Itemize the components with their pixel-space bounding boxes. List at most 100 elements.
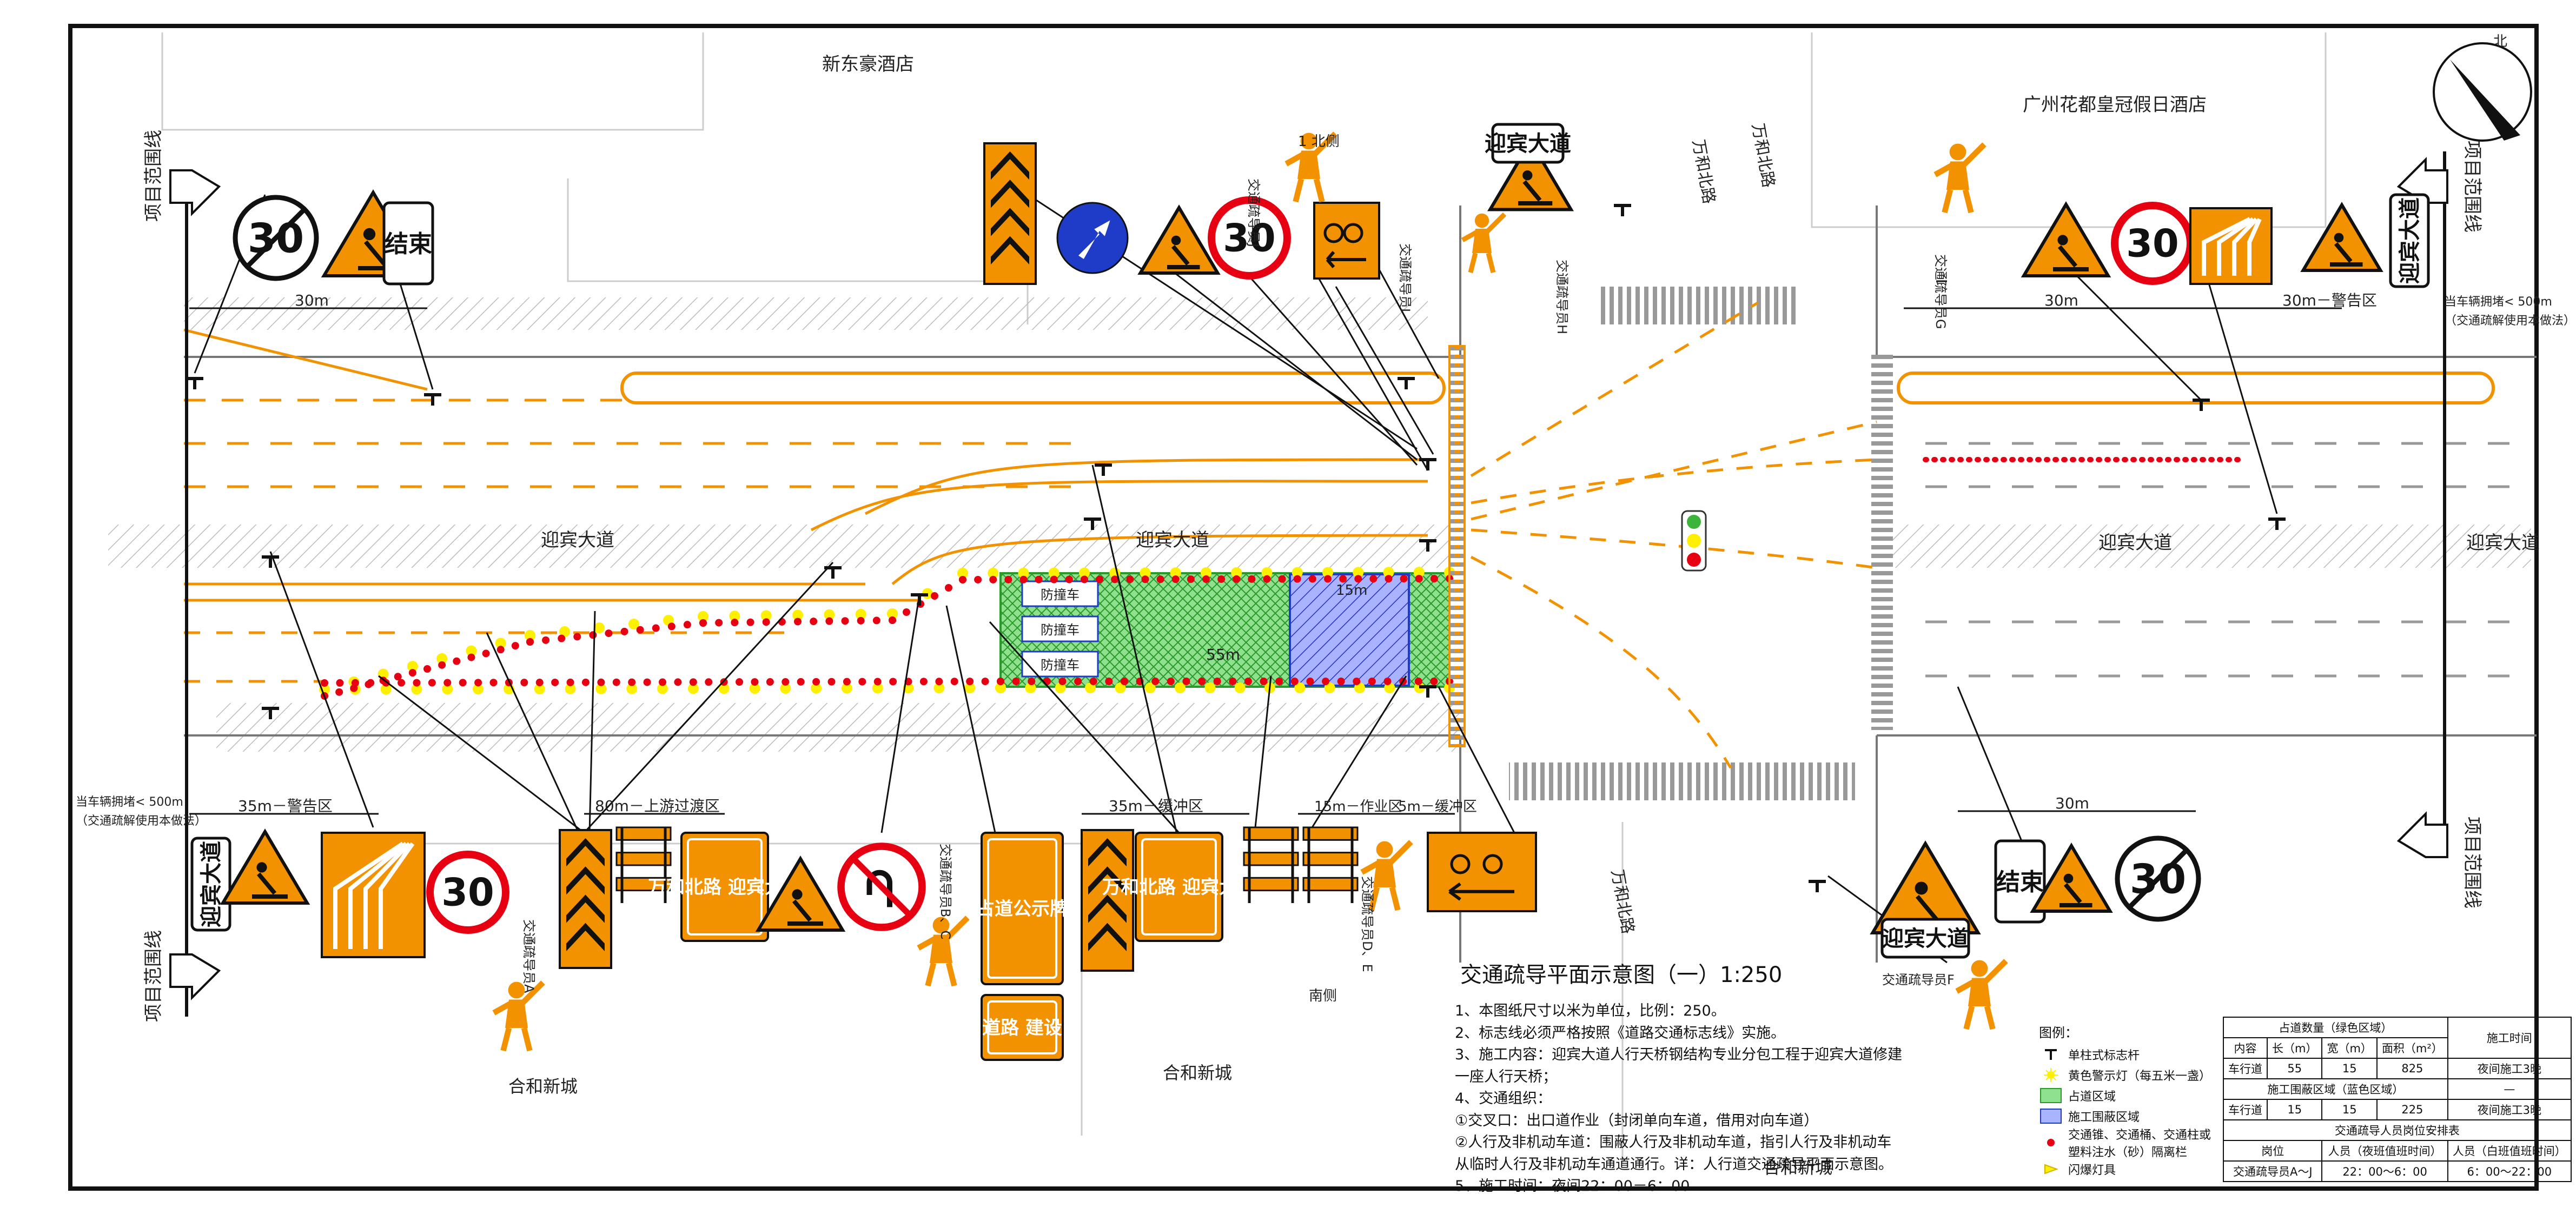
road-work-warning-sign-icon: [2300, 202, 2383, 272]
traffic-cone: [620, 627, 628, 635]
sign-post-icon: [262, 555, 279, 568]
traffic-cone: [825, 617, 833, 625]
road-work-warning-sign-icon: [220, 828, 310, 905]
sign-post-icon: [1419, 458, 1436, 470]
warning-light: [1055, 682, 1066, 693]
traffic-cone: [1028, 678, 1036, 685]
dim-35m-buffer: 35m－缓冲区: [1109, 797, 1203, 815]
table-cell: 车行道: [2223, 1099, 2268, 1120]
road-name-text: 迎宾大道: [1485, 131, 1571, 156]
boundary-label-tr: 项目范围线: [2461, 141, 2483, 233]
traffic-cone: [1050, 575, 1058, 583]
warning-light: [1144, 682, 1156, 693]
table-row: 交通疏导员A～J 22：00～6：00 6：00～22：00: [2222, 1160, 2572, 1182]
boundary-label-br: 项目范围线: [2461, 817, 2483, 908]
dim-30m-tl: 30m: [295, 291, 329, 309]
traffic-cone: [321, 679, 328, 687]
table-row: 车行道 15 15 225 夜间施工3晚: [2223, 1099, 2572, 1120]
north-label: 北: [2493, 34, 2507, 50]
traffic-cone: [551, 678, 559, 686]
warning-light: [473, 684, 484, 695]
traffic-cone: [935, 678, 943, 686]
guard-truck-label-2: 防撞车: [1041, 622, 1080, 638]
table-cell: 夜间施工3晚: [2447, 1099, 2572, 1120]
traffic-cone: [810, 618, 818, 626]
traffic-cone: [667, 622, 676, 631]
speed-limit-30-sign-icon: 30: [1208, 196, 1291, 280]
table-cell: 夜间施工3晚: [2447, 1058, 2572, 1079]
traffic-guide-person-icon: [1360, 840, 1413, 911]
traffic-cone: [1354, 575, 1362, 583]
warning-light: [594, 622, 605, 633]
warning-light: [824, 609, 835, 620]
warning-light: [436, 653, 448, 664]
table-title-staff: 交通疏导人员岗位安排表: [2223, 1119, 2572, 1141]
road-work-warning-sign-icon: [2030, 842, 2113, 913]
end-speed-limit-30-sign-icon: 30: [2115, 835, 2201, 922]
sign-post-icon: [2039, 1046, 2063, 1063]
warning-light: [1354, 682, 1365, 693]
road-barrier-icon: [1302, 826, 1359, 903]
traffic-cone: [762, 618, 770, 626]
traffic-cone: [1385, 575, 1393, 583]
chevron-guidance-sign-icon: [559, 829, 612, 969]
legend-item: 施工围蔽区域: [2039, 1106, 2217, 1126]
traffic-cone: [1156, 575, 1164, 583]
traffic-cone: [945, 584, 952, 592]
traffic-cone: [408, 669, 416, 677]
warning-light: [718, 683, 730, 694]
legend-label: 交通锥、交通桶、交通柱或塑料注水（砂）隔离栏: [2068, 1129, 2211, 1159]
warning-light: [1201, 567, 1211, 578]
crosswalk-east: [1871, 351, 1893, 730]
sign-post-icon: [1398, 377, 1415, 389]
traffic-cone: [1414, 678, 1422, 685]
district-label-2: 合和新城: [1163, 1063, 1232, 1083]
construction-enclosure-area: [1289, 573, 1410, 687]
legend-label: 单柱式标志杆: [2068, 1049, 2140, 1063]
warning-light: [411, 684, 422, 695]
cross-road-label-2: 万和北路: [1688, 138, 1718, 205]
sign-post-icon: [824, 566, 842, 579]
speed-limit-value: 30: [441, 871, 494, 915]
traffic-cone: [496, 646, 505, 654]
sign-post-icon: [262, 707, 279, 719]
table-cell: 15: [2266, 1099, 2323, 1120]
dim-30m-warn-tr: 30m－警告区: [2282, 291, 2377, 309]
district-label-1: 合和新城: [508, 1076, 578, 1097]
warning-light: [811, 682, 822, 694]
speed-limit-value: 30: [1223, 216, 1275, 261]
traffic-cone: [1275, 678, 1283, 685]
warning-light: [1079, 567, 1090, 579]
road-name-right: 迎宾大道: [2098, 532, 2172, 554]
traffic-cone: [605, 629, 613, 638]
warning-light: [698, 611, 708, 622]
road-work-warning-sign-icon: [1487, 138, 1574, 211]
traffic-cone: [589, 631, 597, 639]
table-row: 车行道 55 15 825 夜间施工3晚: [2223, 1058, 2572, 1079]
traffic-cone: [573, 633, 581, 641]
warning-light: [495, 638, 506, 649]
warning-light: [1261, 567, 1273, 578]
legend-item: 单柱式标志杆: [2039, 1044, 2217, 1065]
traffic-cone: [736, 678, 744, 686]
table-cell: 225: [2376, 1099, 2448, 1120]
boundary-label-tl: 项目范围线: [143, 130, 164, 222]
median-hatch: [108, 525, 1449, 568]
warning-light: [687, 683, 699, 694]
traffic-cone: [1339, 575, 1347, 583]
traffic-cone: [1081, 575, 1088, 583]
lane-shift-sign-icon: [321, 832, 426, 958]
road-barrier-icon: [615, 826, 672, 903]
guard-trucks: 防撞车 防撞车 防撞车: [1021, 580, 1099, 678]
traffic-cone: [659, 678, 666, 686]
warning-light: [1204, 682, 1216, 693]
warning-light: [319, 684, 330, 695]
dim-15m-w: 15m: [1336, 582, 1367, 599]
warning-light: [628, 619, 639, 629]
traffic-cone: [751, 678, 759, 686]
notes-block: 1、本图纸尺寸以米为单位，比例：250。 2、标志线必须严格按照《道路交通标志线…: [1455, 1000, 2158, 1198]
road-work-warning-sign-icon: [1137, 204, 1221, 275]
warning-light: [760, 610, 772, 621]
table-h-day: 人员（白班值班时间）: [2447, 1140, 2572, 1162]
road-name-center: 迎宾大道: [1136, 529, 1209, 551]
